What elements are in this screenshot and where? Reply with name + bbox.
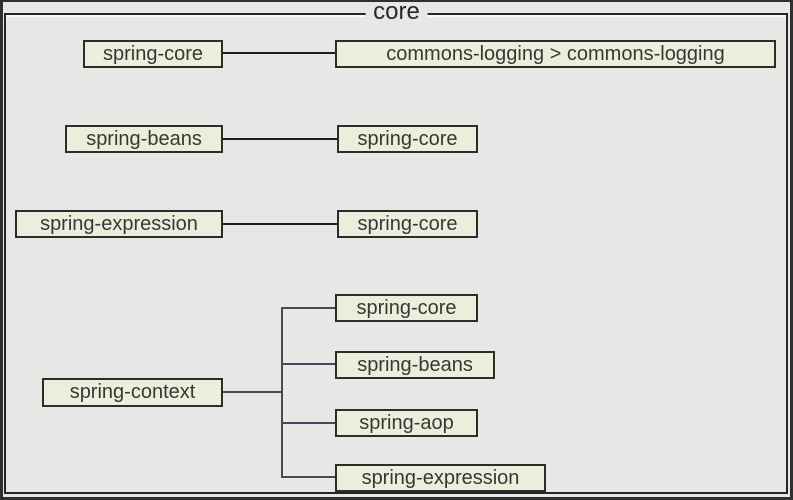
node-spring-context: spring-context (42, 378, 223, 407)
frame-edge-left (0, 0, 3, 500)
connector-trunk-vertical (281, 308, 283, 478)
node-spring-aop-row4: spring-aop (335, 409, 478, 437)
node-spring-expression-row4: spring-expression (335, 464, 546, 492)
connector-branch-spring-beans (281, 363, 335, 365)
connector-branch-spring-core (281, 307, 335, 309)
node-spring-core-row1: spring-core (83, 40, 223, 68)
node-spring-core-row2: spring-core (337, 125, 478, 153)
node-spring-core-row4: spring-core (335, 294, 478, 322)
node-spring-beans-row2: spring-beans (65, 125, 223, 153)
connector-branch-spring-aop (281, 422, 335, 424)
node-spring-expression-row3: spring-expression (15, 210, 223, 238)
frame-edge-top (0, 0, 793, 2)
connector-branch-spring-expression (281, 476, 335, 478)
frame-edge-bottom (0, 497, 793, 500)
node-commons-logging: commons-logging > commons-logging (335, 40, 776, 68)
node-spring-core-row3: spring-core (337, 210, 478, 238)
connector-context-to-trunk (223, 391, 282, 393)
connector-row1 (223, 52, 335, 54)
connector-row3 (223, 223, 337, 225)
core-group-title: core (365, 0, 428, 26)
frame-edge-right (790, 0, 793, 500)
connector-row2 (223, 138, 337, 140)
node-spring-beans-row4: spring-beans (335, 351, 495, 379)
